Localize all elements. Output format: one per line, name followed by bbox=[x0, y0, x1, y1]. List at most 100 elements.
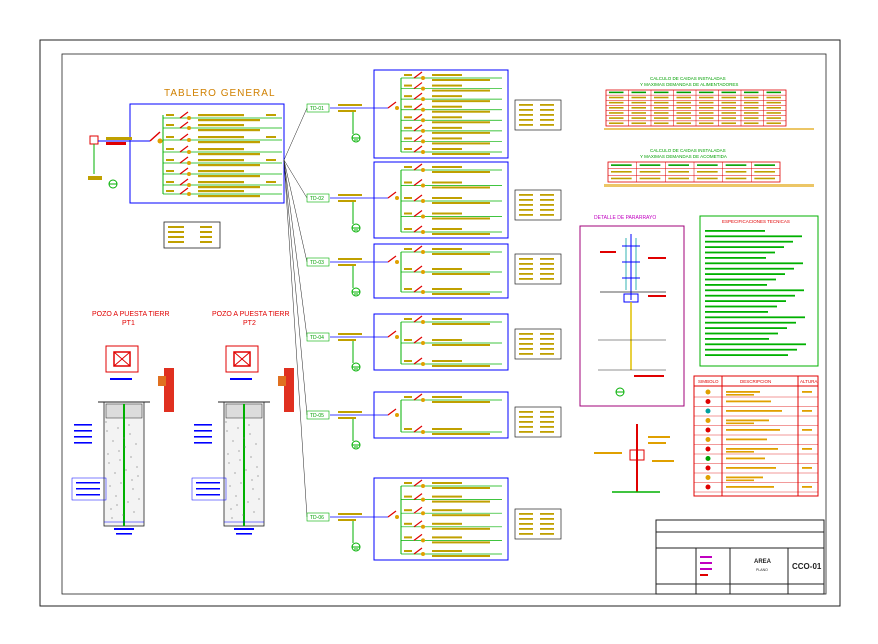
pozo-tierra-detail bbox=[71, 345, 174, 535]
sub-panel: TD-06 bbox=[306, 477, 562, 561]
meter-symbol bbox=[89, 135, 99, 145]
ground-icon bbox=[351, 440, 361, 450]
circuit-row bbox=[163, 167, 282, 178]
breaker-symbol bbox=[413, 265, 425, 274]
breaker-symbol bbox=[413, 393, 425, 402]
breaker-symbol bbox=[413, 145, 425, 154]
circuit-row bbox=[163, 121, 282, 132]
leyenda-box bbox=[693, 375, 819, 497]
sub-panel-label: TD-02 bbox=[310, 196, 324, 202]
sub-panel-load-table bbox=[514, 328, 562, 360]
breaker-symbol bbox=[413, 103, 425, 112]
sub-panel-box bbox=[373, 477, 509, 561]
sub-panel-box bbox=[373, 161, 509, 239]
sub-panel-label: TD-06 bbox=[310, 515, 324, 521]
breaker-symbol bbox=[179, 187, 191, 196]
circuit-row bbox=[163, 111, 282, 122]
circuit-row bbox=[163, 178, 282, 189]
breaker-symbol bbox=[413, 479, 425, 488]
calc-table-1-title: CALCULO DE CAIDAS INSTALADAS bbox=[650, 76, 726, 81]
legend-symbol bbox=[705, 446, 711, 452]
breaker-symbol bbox=[179, 156, 191, 165]
breaker-symbol bbox=[413, 163, 425, 172]
legend-symbol bbox=[705, 456, 711, 461]
tablero-legend-rows bbox=[168, 226, 212, 243]
breaker-symbol bbox=[387, 101, 399, 110]
sub-panel-label: TD-05 bbox=[310, 413, 324, 419]
sub-panel-load-table bbox=[514, 253, 562, 285]
sub-panel-box bbox=[373, 313, 509, 371]
sub-panel-load-table bbox=[514, 99, 562, 131]
sub-panel-load-table bbox=[514, 406, 562, 438]
circuit-row bbox=[163, 187, 282, 198]
legend-symbol bbox=[705, 437, 711, 442]
breaker-symbol bbox=[413, 336, 425, 345]
sub-panel: TD-03 bbox=[306, 243, 562, 299]
breaker-symbol bbox=[413, 520, 425, 529]
legend-symbol bbox=[705, 475, 711, 480]
breaker-symbol bbox=[413, 194, 425, 203]
breaker-symbol bbox=[179, 178, 191, 187]
sub-panel-box bbox=[373, 391, 509, 439]
sub-panel-label: TD-01 bbox=[310, 106, 324, 112]
legend-symbol bbox=[705, 408, 711, 414]
pozo-tierra-detail bbox=[191, 345, 294, 535]
breaker-symbol bbox=[413, 425, 425, 434]
breaker-symbol bbox=[179, 167, 191, 176]
breaker-symbol bbox=[413, 210, 425, 219]
breaker-symbol bbox=[413, 315, 425, 324]
sub-panel-label: TD-04 bbox=[310, 335, 324, 341]
sub-panel: TD-01 bbox=[306, 69, 562, 159]
breaker-symbol bbox=[413, 92, 425, 102]
feeder-lines bbox=[283, 107, 308, 518]
pozo-top-view bbox=[105, 345, 139, 373]
calc-table-2-subtitle: Y MAXIMAS DEMANDAS DE ACOMETIDA bbox=[640, 154, 727, 159]
breaker-symbol bbox=[413, 179, 425, 188]
tablero-general-circuits bbox=[163, 111, 282, 198]
calc-table-2-title: CALCULO DE CAIDAS INSTALADAS bbox=[650, 148, 726, 153]
breaker-symbol bbox=[179, 145, 191, 154]
breaker-symbol bbox=[413, 82, 425, 91]
outer-frame bbox=[39, 39, 841, 607]
ground-icon bbox=[108, 179, 118, 189]
breaker-symbol bbox=[387, 191, 399, 200]
legend-symbol bbox=[705, 484, 711, 490]
pozo-2-subtitle: PT2 bbox=[243, 320, 256, 327]
breaker-symbol bbox=[413, 225, 425, 234]
breaker-symbol bbox=[387, 408, 399, 417]
grounding-rod-detail bbox=[594, 424, 674, 493]
tablero-legend-box bbox=[163, 221, 221, 249]
calc-table-1-subtitle: Y MAXIMAS DEMANDAS DE ALIMENTADORES bbox=[640, 82, 738, 87]
leyenda-rows bbox=[594, 389, 818, 493]
title-block bbox=[655, 519, 825, 595]
leyenda-descripcion-header: DESCRIPCION bbox=[740, 379, 771, 384]
pozo-drawings bbox=[71, 345, 294, 535]
pozo-2-title: POZO A PUESTA TIERR bbox=[212, 311, 290, 318]
sub-panel-load-table bbox=[514, 189, 562, 221]
pozo-1-subtitle: PT1 bbox=[122, 320, 135, 327]
legend-symbol bbox=[705, 427, 711, 433]
breaker-symbol bbox=[179, 121, 191, 130]
pararrayo-box bbox=[579, 225, 685, 407]
breaker-symbol bbox=[413, 533, 425, 543]
breaker-symbol bbox=[413, 71, 425, 80]
breaker-symbol bbox=[413, 547, 425, 556]
ground-icon bbox=[351, 133, 361, 143]
legend-symbol bbox=[705, 399, 711, 404]
sub-panel-load-table bbox=[514, 508, 562, 540]
legend-symbol bbox=[705, 418, 711, 423]
tablero-general-title: TABLERO GENERAL bbox=[164, 88, 276, 99]
circuit-row bbox=[163, 156, 282, 167]
sub-panel: TD-05 bbox=[306, 391, 562, 450]
ground-icon bbox=[351, 223, 361, 233]
especificaciones-box bbox=[699, 215, 819, 367]
pararrayo-mast bbox=[598, 234, 666, 397]
rod-post bbox=[284, 368, 294, 412]
tablero-general-box bbox=[129, 103, 285, 204]
inner-frame bbox=[61, 53, 827, 595]
leyenda-altura-header: ALTURA bbox=[800, 379, 817, 384]
title-block-plano: PLANO bbox=[756, 568, 768, 572]
sub-panel-label: TD-03 bbox=[310, 260, 324, 266]
breaker-symbol bbox=[413, 113, 425, 123]
